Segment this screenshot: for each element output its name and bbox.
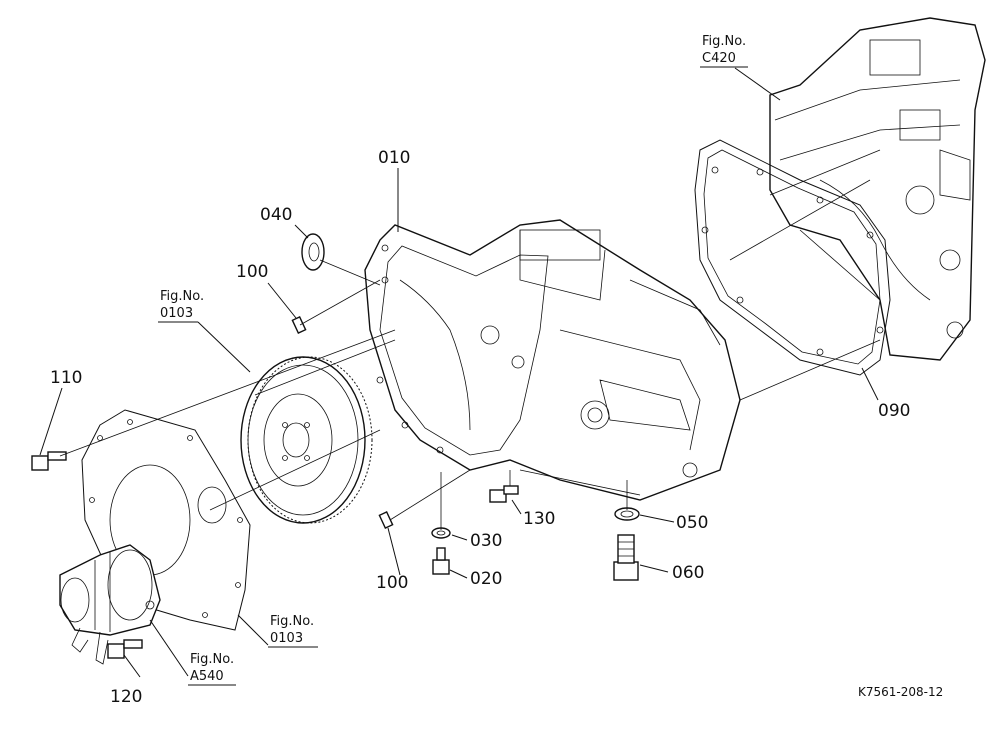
svg-text:Fig.No.: Fig.No. [190,652,234,667]
callout-040: 040 [260,205,292,225]
callout-130: 130 [523,509,555,529]
bolt-130 [489,485,519,503]
callout-050: 050 [676,513,708,533]
callout-030: 030 [470,531,502,551]
fig-ref-0103-top: Fig.No. 0103 [158,289,204,323]
starter-motor [59,544,161,665]
clutch-housing-010 [364,219,741,501]
drawing-code: K7561-208-12 [858,685,943,699]
callout-100-top: 100 [236,262,268,282]
svg-text:A540: A540 [190,669,224,684]
bolt-110 [31,451,67,471]
gasket-090 [694,139,891,376]
flywheel [240,356,373,524]
fig-ref-a540: Fig.No. A540 [188,652,236,686]
svg-text:0103: 0103 [160,306,193,321]
callout-020: 020 [470,569,502,589]
leader-lines [39,67,879,678]
callout-060: 060 [672,563,704,583]
washer-030 [431,527,451,539]
callout-110: 110 [50,368,82,388]
dowel-pin-100b [378,511,394,529]
svg-text:C420: C420 [702,51,736,66]
drain-plug-060 [613,534,639,581]
oil-seal-040 [301,233,325,271]
bolt-120 [107,639,143,659]
fig-ref-0103-bottom: Fig.No. 0103 [268,614,318,648]
callout-120: 120 [110,687,142,707]
svg-text:0103: 0103 [270,631,303,646]
fig-ref-c420: Fig.No. C420 [700,34,748,68]
bolt-020 [432,547,450,575]
callout-010: 010 [378,148,410,168]
callout-100-bottom: 100 [376,573,408,593]
assembly-axis-lines [59,149,881,530]
transmission-case-rear [769,17,986,361]
callout-090: 090 [878,401,910,421]
svg-text:Fig.No.: Fig.No. [702,34,746,49]
dowel-pin-100a [291,316,307,334]
svg-text:Fig.No.: Fig.No. [270,614,314,629]
svg-text:Fig.No.: Fig.No. [160,289,204,304]
